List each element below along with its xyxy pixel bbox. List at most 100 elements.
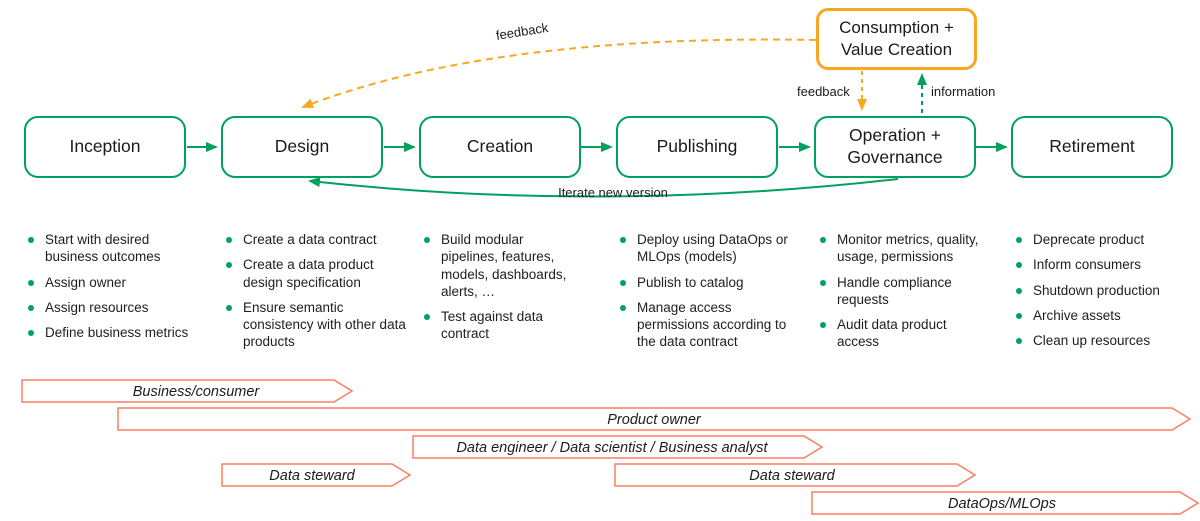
bullet-text: Inform consumers <box>1033 257 1142 273</box>
bullet-item: Archive assets <box>1016 307 1200 324</box>
bullet-text: Audit data product access <box>837 317 947 350</box>
bullet-text: Build modular pipelines, features, model… <box>441 232 567 299</box>
bullet-dot-icon <box>226 262 232 269</box>
bullet-item: Deploy using DataOps or MLOps (models) <box>620 231 800 266</box>
bullet-text: Publish to catalog <box>637 274 744 290</box>
bullet-dot-icon <box>620 304 626 311</box>
bullet-dot-icon <box>226 304 232 311</box>
stage-title: Inception <box>69 136 141 157</box>
bullet-item: Publish to catalog <box>620 274 800 291</box>
bullet-text: Assign resources <box>45 299 149 315</box>
stage-box-operation-governance: Operation + Governance <box>814 116 976 178</box>
role-bar-shape <box>117 407 1192 431</box>
role-label: Data engineer / Data scientist / Busines… <box>456 440 768 456</box>
bullet-dot-icon <box>820 237 826 243</box>
feedback-vertical-label: feedback <box>797 84 850 99</box>
bullet-text: Test against data contract <box>441 309 544 342</box>
stage-box-inception: Inception <box>24 116 186 178</box>
bullet-item: Handle compliance requests <box>820 274 996 309</box>
role-label: Data steward <box>269 468 355 484</box>
role-bar-product-owner: Product owner <box>117 407 1192 431</box>
role-label: Data steward <box>749 468 835 484</box>
bullet-dot-icon <box>28 330 34 337</box>
role-bar-data-steward-left: Data steward <box>221 463 412 487</box>
bullet-text: Start with desired business outcomes <box>45 232 161 265</box>
stage-title: Operation + Governance <box>847 125 943 167</box>
consumption-value-creation-title: Consumption + Value Creation <box>839 17 954 59</box>
role-bar-shape <box>811 491 1200 515</box>
bullet-dot-icon <box>28 304 34 311</box>
bullet-item: Start with desired business outcomes <box>28 231 204 266</box>
information-label: information <box>931 84 996 99</box>
bullet-item: Clean up resources <box>1016 332 1200 349</box>
bullet-text: Deprecate product <box>1033 232 1145 247</box>
bullet-item: Ensure semantic consistency with other d… <box>226 299 418 351</box>
role-bar-dataops-mlops: DataOps/MLOps <box>811 491 1200 515</box>
role-bar-shape <box>21 379 354 403</box>
bullet-item: Build modular pipelines, features, model… <box>424 231 592 300</box>
bullet-text: Create a data contract <box>243 232 377 247</box>
bullet-item: Audit data product access <box>820 316 996 351</box>
bullet-dot-icon <box>226 237 232 243</box>
role-label: Business/consumer <box>133 384 261 400</box>
bullet-item: Assign resources <box>28 299 204 316</box>
bullet-text: Manage access permissions according to t… <box>637 299 787 350</box>
stage-title: Publishing <box>656 136 738 157</box>
bullet-item: Create a data product design specificati… <box>226 256 418 291</box>
role-bar-data-engineer: Data engineer / Data scientist / Busines… <box>412 435 824 459</box>
role-bar-shape <box>614 463 977 487</box>
stage-box-design: Design <box>221 116 383 178</box>
bullet-dot-icon <box>424 237 430 243</box>
feedback-curve-arrow <box>301 38 817 109</box>
role-bar-shape <box>412 435 824 459</box>
bullet-text: Clean up resources <box>1033 333 1151 349</box>
bullet-dot-icon <box>1016 312 1022 319</box>
bullets-operation-governance: Monitor metrics, quality, usage, permiss… <box>820 231 996 359</box>
bullet-dot-icon <box>1016 262 1022 269</box>
bullet-text: Assign owner <box>45 274 127 290</box>
bullet-dot-icon <box>28 279 34 286</box>
bullet-text: Define business metrics <box>45 325 189 341</box>
consumption-value-creation-box: Consumption + Value Creation <box>816 8 977 70</box>
bullet-text: Shutdown production <box>1033 282 1160 298</box>
bullet-dot-icon <box>620 279 626 286</box>
bullet-item: Manage access permissions according to t… <box>620 299 800 351</box>
iterate-curve-arrow <box>308 177 899 198</box>
bullet-item: Test against data contract <box>424 308 592 343</box>
role-label: Product owner <box>607 412 702 428</box>
bullet-item: Assign owner <box>28 274 204 291</box>
bullet-item: Shutdown production <box>1016 282 1200 299</box>
stage-title: Retirement <box>1049 136 1135 157</box>
bullet-text: Monitor metrics, quality, usage, permiss… <box>837 232 979 265</box>
stage-box-creation: Creation <box>419 116 581 178</box>
bullet-dot-icon <box>620 237 626 243</box>
role-bar-shape <box>221 463 412 487</box>
bullet-dot-icon <box>1016 338 1022 345</box>
bullets-retirement: Deprecate product Inform consumers Shutd… <box>1016 231 1200 357</box>
bullets-design: Create a data contract Create a data pro… <box>226 231 418 359</box>
bullets-creation: Build modular pipelines, features, model… <box>424 231 592 351</box>
bullet-item: Deprecate product <box>1016 231 1200 248</box>
bullet-dot-icon <box>1016 287 1022 294</box>
iterate-new-version-label: Iterate new version <box>558 185 668 200</box>
bullet-text: Create a data product design specificati… <box>243 257 374 290</box>
bullets-inception: Start with desired business outcomes Ass… <box>28 231 204 349</box>
bullet-dot-icon <box>820 322 826 329</box>
role-label: DataOps/MLOps <box>948 496 1056 512</box>
bullet-dot-icon <box>1016 237 1022 243</box>
bullet-text: Ensure semantic consistency with other d… <box>243 299 406 350</box>
stage-title: Creation <box>466 136 534 157</box>
bullet-text: Handle compliance requests <box>837 274 952 307</box>
role-bar-data-steward-right: Data steward <box>614 463 977 487</box>
role-bar-business-consumer: Business/consumer <box>21 379 354 403</box>
stage-box-publishing: Publishing <box>616 116 778 178</box>
stage-title: Design <box>274 136 330 157</box>
bullet-item: Define business metrics <box>28 324 204 341</box>
bullet-item: Inform consumers <box>1016 256 1200 273</box>
bullet-dot-icon <box>28 237 34 243</box>
bullet-dot-icon <box>424 314 430 321</box>
bullet-text: Deploy using DataOps or MLOps (models) <box>637 232 788 265</box>
bullets-publishing: Deploy using DataOps or MLOps (models) P… <box>620 231 800 359</box>
